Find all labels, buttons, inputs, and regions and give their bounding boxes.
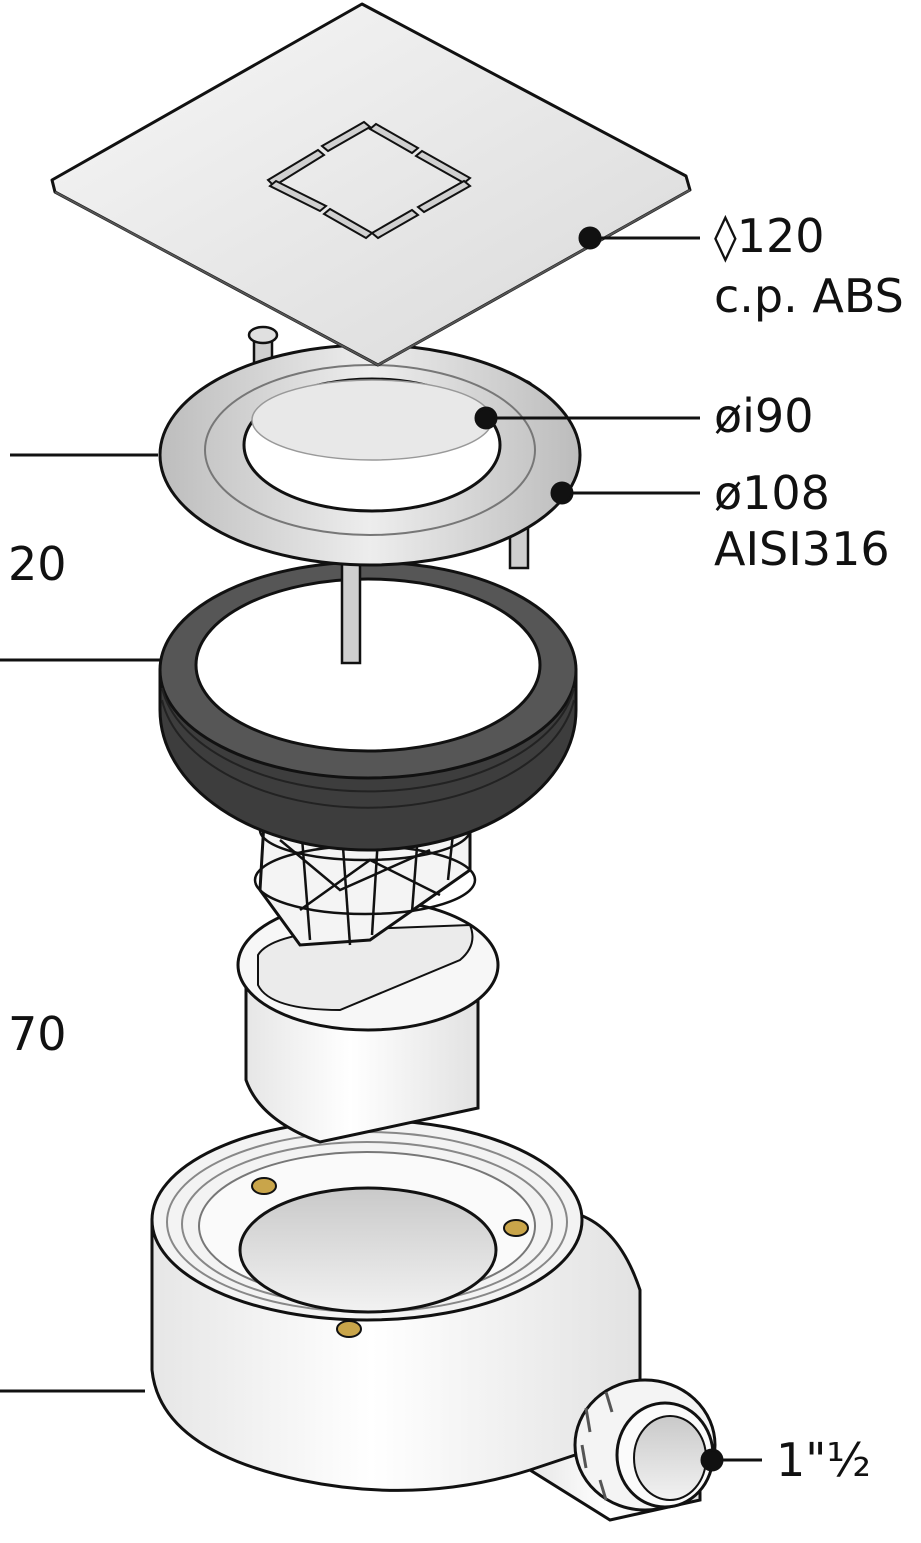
callout-dot (550, 481, 574, 505)
brass-insert (251, 1177, 277, 1195)
height-lower-label: 70 (8, 1007, 67, 1061)
ring-outer-diameter-label: ø108 (714, 466, 830, 520)
grate-material-label: c.p. ABS (714, 269, 904, 323)
grate-size-label: ◊120 (714, 209, 825, 263)
callout-dot (700, 1448, 724, 1472)
callout-dot (578, 226, 602, 250)
brass-insert (503, 1219, 529, 1237)
height-upper-label: 20 (8, 537, 67, 591)
stainless-flange (158, 343, 582, 567)
drain-body (150, 1118, 717, 1522)
dimension-lines (0, 453, 160, 1393)
ring-material-label: AISI316 (714, 522, 890, 576)
outlet-size-label: 1"½ (776, 1433, 872, 1487)
callout-dot (474, 406, 498, 430)
leader-lines (474, 226, 762, 1472)
brass-insert (336, 1320, 362, 1338)
grate-slots (266, 120, 472, 240)
body-bore (238, 1186, 498, 1314)
sealing-gasket (158, 560, 578, 852)
outlet-bore (633, 1415, 707, 1501)
ring-inner-diameter-label: øi90 (714, 389, 814, 443)
square-grate (50, 2, 692, 367)
